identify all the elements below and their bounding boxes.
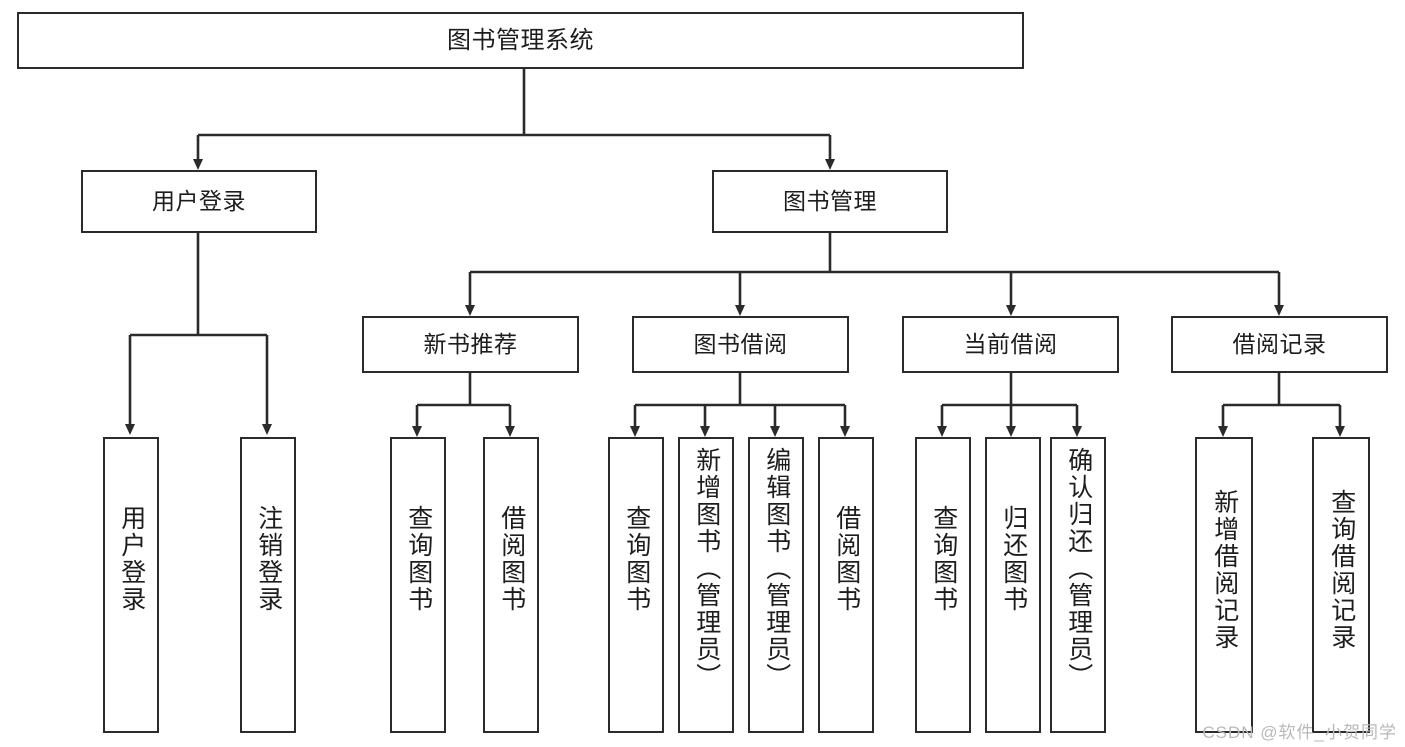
node-label: 用户登录 <box>117 505 146 613</box>
node-label: 用户登录 <box>152 188 246 215</box>
node-label: 查询图书 <box>622 505 651 613</box>
node-label: 编辑图书（管理员） <box>762 447 791 690</box>
node-borrow-record[interactable]: 借阅记录 <box>1171 316 1388 373</box>
node-root-system[interactable]: 图书管理系统 <box>17 12 1024 69</box>
leaf-current-borrow-confirm[interactable]: 确认归还（管理员） <box>1050 437 1106 733</box>
leaf-current-borrow-return[interactable]: 归还图书 <box>985 437 1041 733</box>
node-label: 查询借阅记录 <box>1327 489 1356 651</box>
node-label: 归还图书 <box>999 505 1028 613</box>
leaf-borrow-record-query[interactable]: 查询借阅记录 <box>1312 437 1370 733</box>
node-label: 图书管理 <box>783 188 877 215</box>
leaf-book-borrow-edit[interactable]: 编辑图书（管理员） <box>748 437 804 733</box>
node-label: 借阅图书 <box>832 505 861 613</box>
node-label: 借阅记录 <box>1232 331 1327 358</box>
node-label: 查询图书 <box>929 505 958 613</box>
leaf-borrow-record-add[interactable]: 新增借阅记录 <box>1195 437 1253 733</box>
node-label: 图书管理系统 <box>447 26 594 54</box>
node-label: 新书推荐 <box>423 331 518 358</box>
leaf-book-borrow-borrow[interactable]: 借阅图书 <box>818 437 874 733</box>
leaf-book-borrow-query[interactable]: 查询图书 <box>608 437 664 733</box>
node-label: 借阅图书 <box>497 505 526 613</box>
node-label: 确认归还（管理员） <box>1064 447 1093 690</box>
node-label: 新增借阅记录 <box>1210 489 1239 651</box>
node-book-borrow[interactable]: 图书借阅 <box>632 316 849 373</box>
node-label: 图书借阅 <box>693 331 788 358</box>
node-label: 新增图书（管理员） <box>692 447 721 690</box>
node-book-management[interactable]: 图书管理 <box>712 170 948 233</box>
csdn-watermark: CSDN @软件_小贺同学 <box>1202 723 1397 742</box>
node-user-login[interactable]: 用户登录 <box>81 170 317 233</box>
leaf-new-book-query[interactable]: 查询图书 <box>390 437 446 733</box>
leaf-user-login-login[interactable]: 用户登录 <box>103 437 159 733</box>
leaf-new-book-borrow[interactable]: 借阅图书 <box>483 437 539 733</box>
leaf-user-login-logout[interactable]: 注销登录 <box>240 437 296 733</box>
node-label: 查询图书 <box>404 505 433 613</box>
node-label: 当前借阅 <box>963 331 1058 358</box>
leaf-book-borrow-add[interactable]: 新增图书（管理员） <box>678 437 734 733</box>
leaf-current-borrow-query[interactable]: 查询图书 <box>915 437 971 733</box>
node-new-book-recommend[interactable]: 新书推荐 <box>362 316 579 373</box>
node-current-borrow[interactable]: 当前借阅 <box>902 316 1119 373</box>
node-label: 注销登录 <box>254 505 283 613</box>
